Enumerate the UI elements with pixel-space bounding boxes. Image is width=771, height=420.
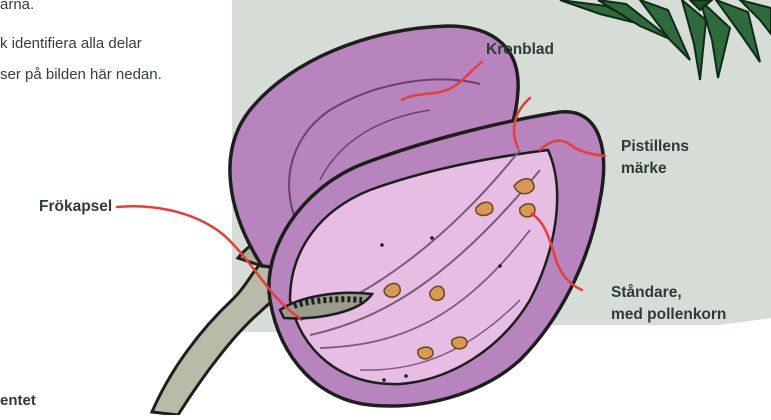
label-frokapsel: Frökapsel [39,196,112,218]
label-kronblad: Kronblad [486,39,554,61]
label-pistillens-marke: Pistillens märke [621,136,689,180]
label-standare: Ståndare, med pollenkorn [611,282,726,326]
label-standare-line1: Ståndare, [611,282,726,304]
label-kronblad-text: Kronblad [486,39,554,61]
label-pistillens-line2: märke [621,158,689,180]
label-standare-line2: med pollenkorn [611,304,726,326]
label-pistillens-line1: Pistillens [621,136,689,158]
leaf-cluster-icon [560,0,771,80]
label-frokapsel-text: Frökapsel [39,196,112,218]
bottom-heading-fragment: entet [0,392,36,409]
